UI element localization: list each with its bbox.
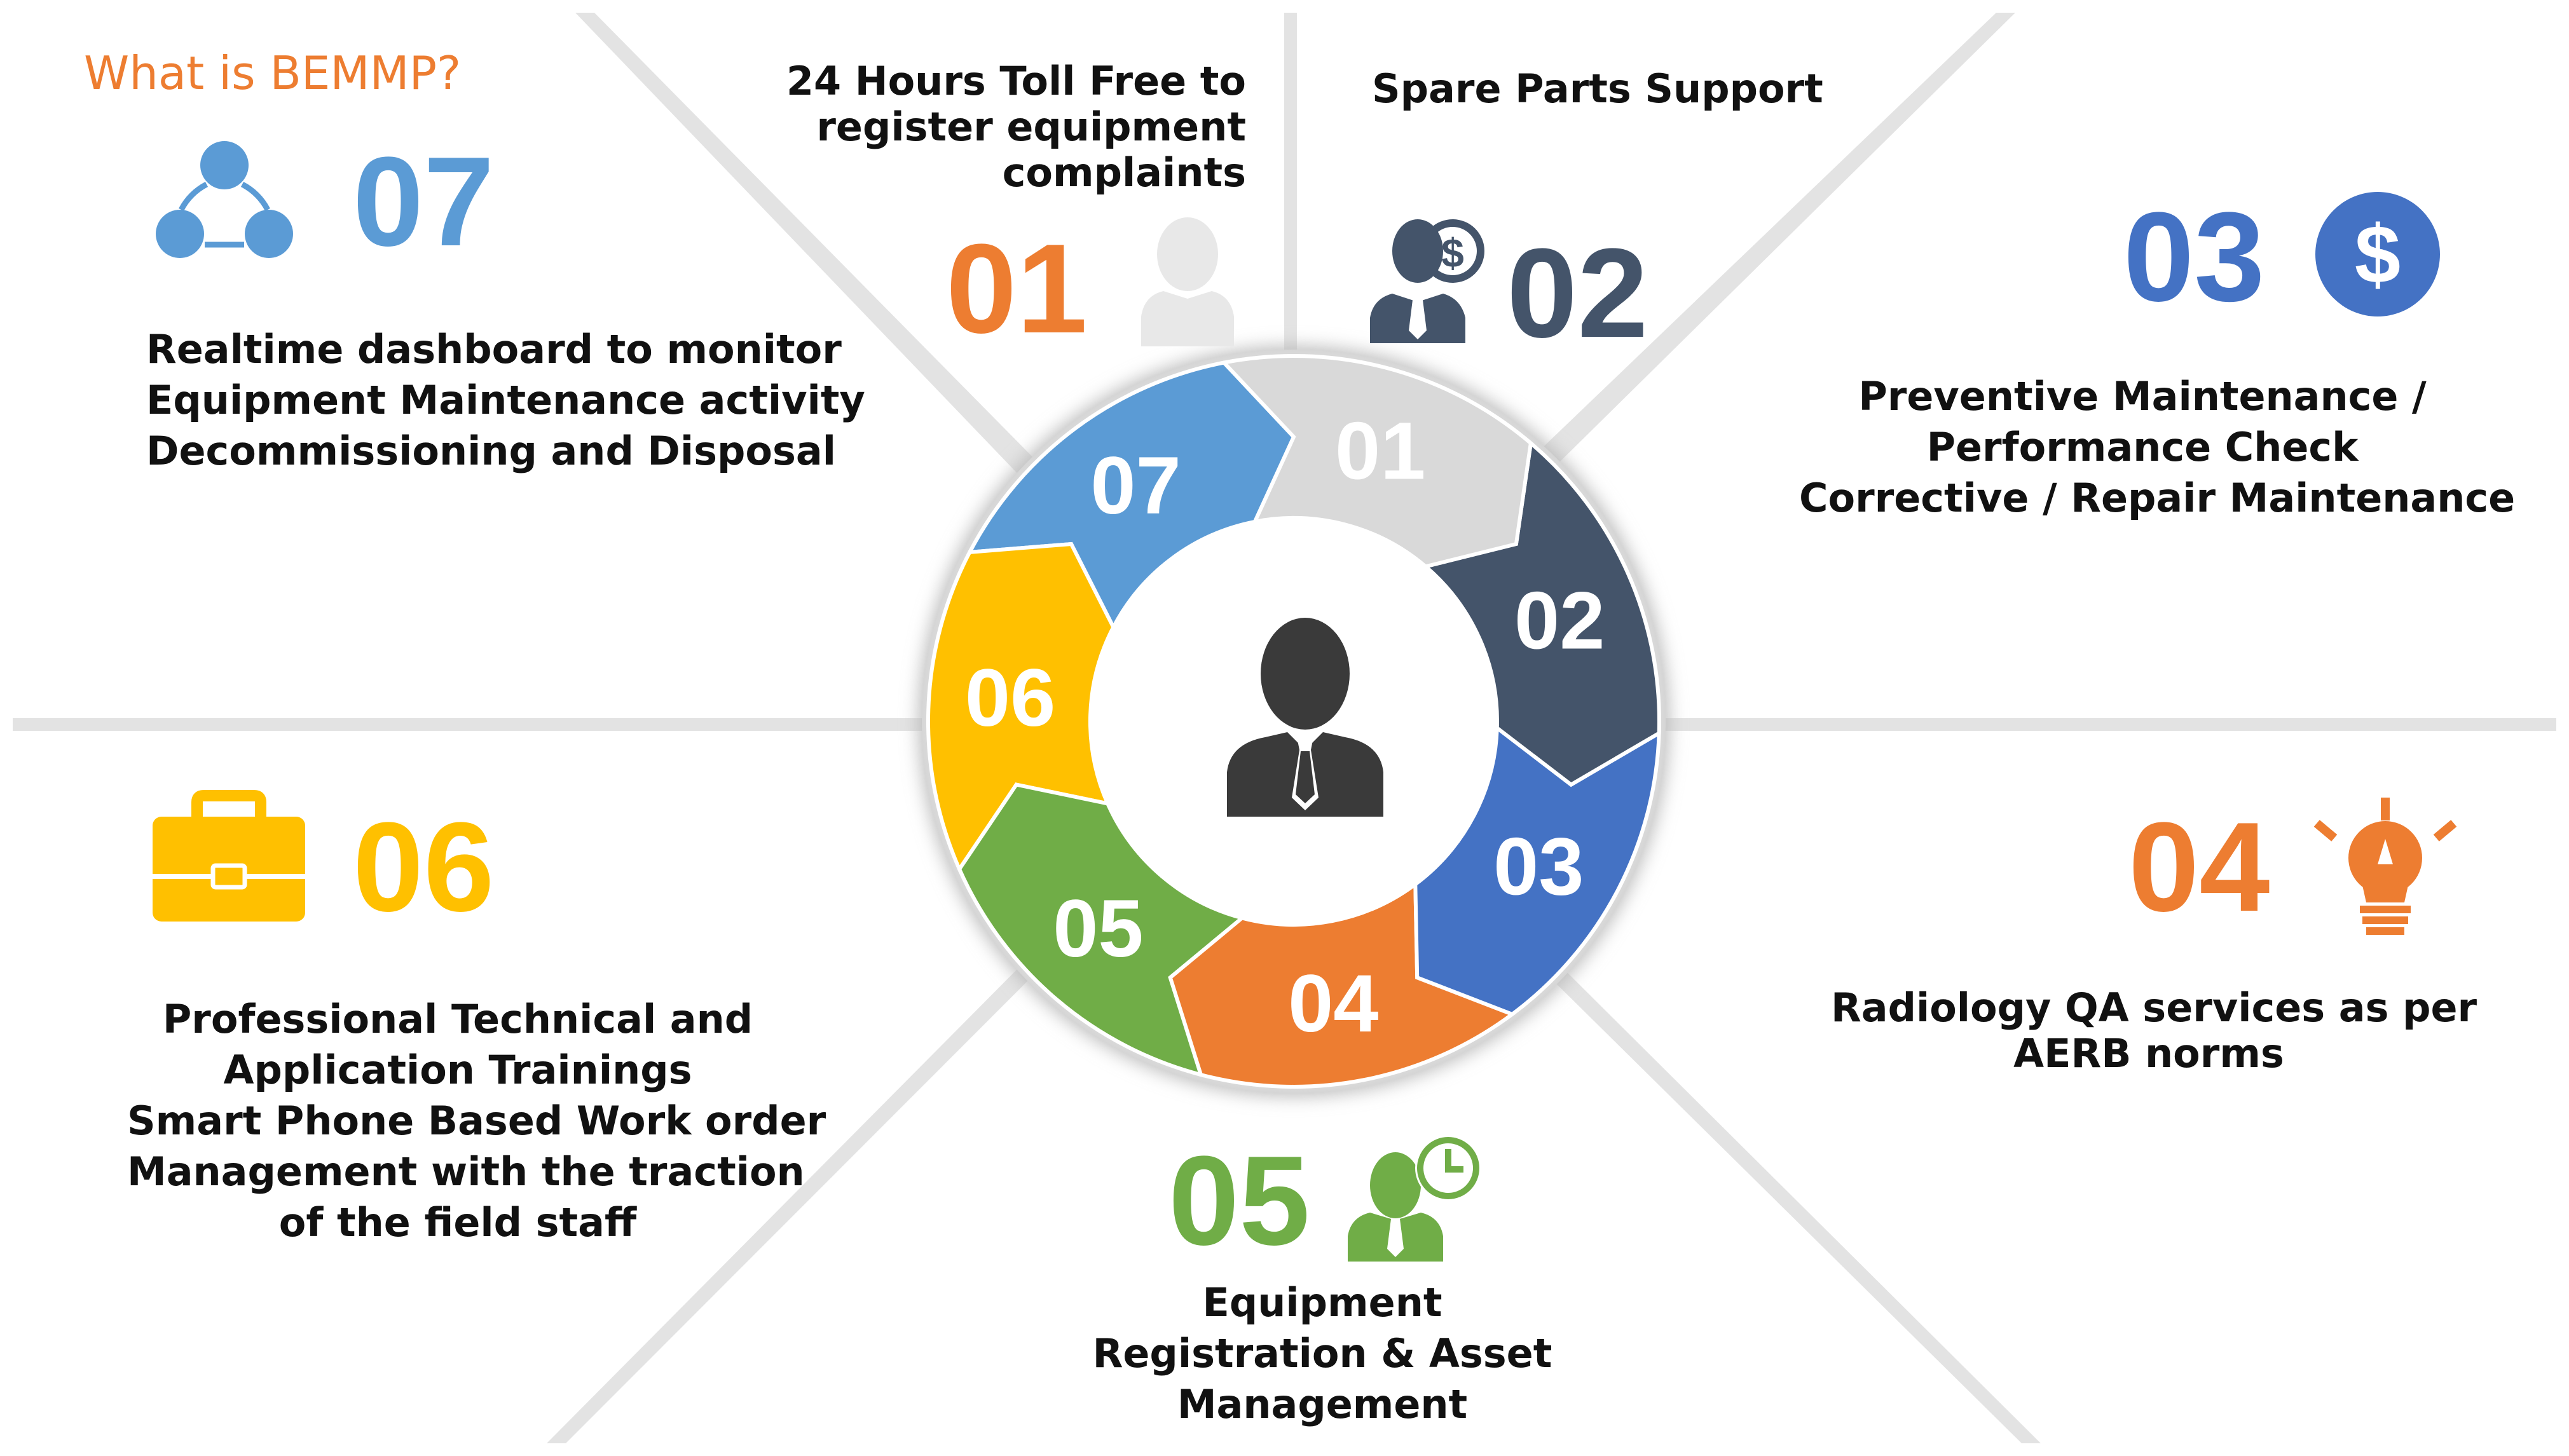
step-text-07: Realtime dashboard to monitor Equipment … — [146, 324, 865, 477]
step-text-line: Performance Check — [1926, 424, 2359, 470]
step-text-line: register equipment — [816, 104, 1246, 150]
step-text-line: 24 Hours Toll Free to — [786, 58, 1246, 104]
segment-label-1: 01 — [1335, 406, 1425, 497]
step-text-line: Professional Technical and — [162, 996, 753, 1042]
step-text-line: Corrective / Repair Maintenance — [1799, 475, 2516, 521]
divider-line — [1532, 13, 2015, 470]
segment-label-4: 04 — [1288, 958, 1378, 1049]
step-text-line: Radiology QA services as per — [1831, 984, 2477, 1031]
divider-line — [1284, 13, 1297, 407]
step-number-06: 06 — [353, 796, 495, 938]
step-text-05: Equipment Registration & Asset Managemen… — [1068, 1277, 1577, 1430]
step-text-line: Management with the traction — [127, 1148, 805, 1195]
step-text-line: Smart Phone Based Work order — [127, 1098, 826, 1144]
step-text-line: AERB norms — [2013, 1030, 2284, 1077]
ring-segment-2 — [1422, 439, 1661, 787]
step-text-line: Decommissioning and Disposal — [146, 428, 836, 474]
divider-line — [575, 13, 1043, 480]
ring-segment-5 — [957, 782, 1247, 1078]
segment-label-6: 06 — [965, 653, 1055, 744]
step-text-line: Management — [1177, 1381, 1468, 1427]
step-text-06: Professional Technical and Application T… — [127, 994, 826, 1248]
step-text-02: Spare Parts Support — [1372, 64, 1881, 114]
network-icon — [156, 141, 293, 258]
segment-label-5: 05 — [1053, 883, 1143, 974]
ring-segment-3 — [1413, 724, 1661, 1017]
step-number-03: 03 — [2123, 186, 2265, 328]
step-text-line: Realtime dashboard to monitor — [146, 326, 842, 372]
step-text-04: Radiology QA services as per AERB norms — [1831, 984, 2477, 1077]
ring-segment-1 — [1220, 354, 1533, 569]
step-number-01: 01 — [946, 218, 1088, 360]
step-number-04: 04 — [2128, 796, 2270, 938]
segment-label-7: 07 — [1090, 440, 1181, 531]
briefcase-icon — [153, 790, 305, 922]
businessman-clock-icon — [1348, 1135, 1481, 1262]
step-text-line: complaints — [1002, 149, 1246, 196]
businessman-dollar-icon: $ — [1357, 216, 1484, 343]
step-text-line: Preventive Maintenance / — [1858, 373, 2427, 419]
step-number-05: 05 — [1168, 1130, 1310, 1272]
step-text-line: Application Trainings — [223, 1047, 692, 1093]
step-text-line: Registration & Asset — [1092, 1330, 1552, 1377]
businessman-icon — [1227, 618, 1383, 817]
divider-line — [1653, 718, 2556, 731]
svg-text:$: $ — [1441, 230, 1464, 276]
step-text-line: Equipment — [1202, 1279, 1442, 1326]
page-title: What is BEMMP? — [84, 46, 462, 100]
divider-line — [1551, 969, 2041, 1443]
step-number-07: 07 — [353, 131, 495, 273]
segment-label-3: 03 — [1493, 822, 1584, 913]
step-text-line: of the field staff — [278, 1199, 637, 1246]
divider-line — [13, 718, 941, 731]
step-text-01: 24 Hours Toll Free to register equipment… — [737, 58, 1246, 196]
svg-text:$: $ — [2355, 208, 2401, 301]
dollar-coin-icon: $ — [2315, 192, 2440, 316]
divider-line — [547, 969, 1030, 1443]
step-text-line: Equipment Maintenance activity — [146, 377, 865, 423]
segment-label-2: 02 — [1514, 576, 1605, 667]
step-text-03: Preventive Maintenance / Performance Che… — [1799, 371, 2516, 524]
lightbulb-icon — [2313, 798, 2457, 935]
step-text-line: Spare Parts Support — [1372, 65, 1823, 112]
step-number-02: 02 — [1507, 222, 1648, 364]
ring-segment-4 — [1168, 880, 1516, 1089]
ring-segment-6 — [926, 541, 1116, 873]
user-icon — [1141, 217, 1234, 346]
